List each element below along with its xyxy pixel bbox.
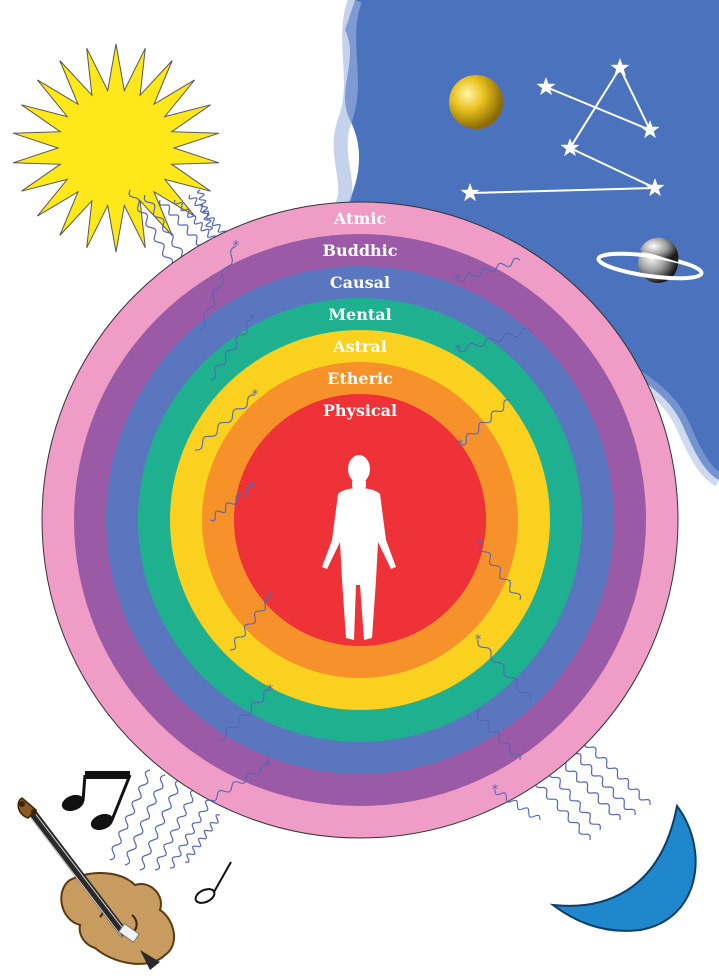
eighth-note-pair-icon xyxy=(60,775,130,832)
asterisk-icon: * xyxy=(249,480,256,495)
ring-label-mental: Mental xyxy=(328,305,391,324)
half-note-icon xyxy=(193,862,231,906)
ring-label-astral: Astral xyxy=(332,337,387,356)
asterisk-icon: * xyxy=(455,273,462,288)
asterisk-icon: * xyxy=(233,239,240,254)
asterisk-icon: * xyxy=(477,538,484,553)
asterisk-icon: * xyxy=(475,708,482,723)
golden-planet-icon xyxy=(449,75,503,129)
asterisk-icon: * xyxy=(475,633,482,648)
asterisk-icon: * xyxy=(492,783,499,798)
sun-icon xyxy=(13,44,219,252)
ring-label-buddhic: Buddhic xyxy=(323,241,398,260)
ring-label-physical: Physical xyxy=(323,401,397,420)
asterisk-icon: * xyxy=(265,758,272,773)
asterisk-icon: * xyxy=(457,438,464,453)
ring-label-etheric: Etheric xyxy=(327,369,393,388)
crescent-moon-icon xyxy=(553,806,696,931)
asterisk-icon: * xyxy=(267,683,274,698)
asterisk-icon: * xyxy=(252,388,259,403)
asterisk-icon: * xyxy=(455,343,462,358)
asterisk-icon: * xyxy=(249,313,256,328)
asterisk-icon: * xyxy=(267,591,274,606)
ring-label-causal: Causal xyxy=(330,273,390,292)
ring-label-atmic: Atmic xyxy=(333,209,387,228)
